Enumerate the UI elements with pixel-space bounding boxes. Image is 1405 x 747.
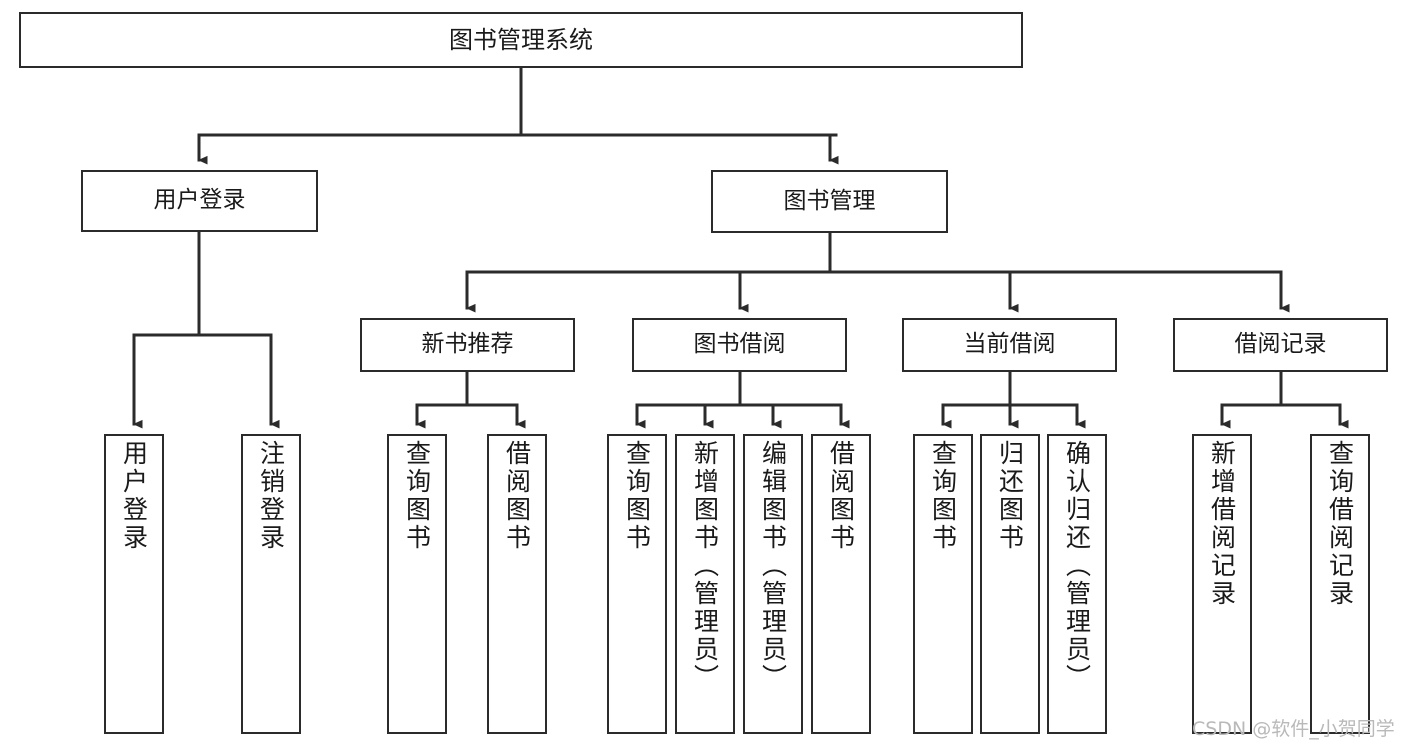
leaf-current-query-book[interactable]: 查询图书 xyxy=(913,434,973,734)
leaf-user-login[interactable]: 用户登录 xyxy=(104,434,164,734)
leaf-records-add-record[interactable]: 新增借阅记录 xyxy=(1192,434,1252,734)
node-current-borrow-label: 当前借阅 xyxy=(963,331,1056,358)
node-book-management[interactable]: 图书管理 xyxy=(711,170,948,233)
leaf-logout-label: 注销登录 xyxy=(256,440,286,552)
leaf-borrow-edit-book-admin-label: 编辑图书（管理员） xyxy=(758,440,788,692)
leaf-newbook-borrow-book-label: 借阅图书 xyxy=(502,440,532,552)
leaf-records-add-record-label: 新增借阅记录 xyxy=(1207,440,1237,608)
node-current-borrow[interactable]: 当前借阅 xyxy=(902,318,1117,372)
leaf-borrow-edit-book-admin[interactable]: 编辑图书（管理员） xyxy=(743,434,803,734)
node-new-book-recommend[interactable]: 新书推荐 xyxy=(360,318,575,372)
leaf-borrow-add-book-admin-label: 新增图书（管理员） xyxy=(690,440,720,692)
node-root[interactable]: 图书管理系统 xyxy=(19,12,1023,68)
node-new-book-recommend-label: 新书推荐 xyxy=(421,331,514,358)
leaf-borrow-add-book-admin[interactable]: 新增图书（管理员） xyxy=(675,434,735,734)
watermark-text: CSDN @软件_小贺同学 xyxy=(1192,718,1395,740)
leaf-records-query-record[interactable]: 查询借阅记录 xyxy=(1310,434,1370,734)
node-user-login-label: 用户登录 xyxy=(153,187,246,214)
leaf-borrow-borrow-book[interactable]: 借阅图书 xyxy=(811,434,871,734)
leaf-user-login-label: 用户登录 xyxy=(119,440,149,552)
leaf-records-query-record-label: 查询借阅记录 xyxy=(1325,440,1355,608)
leaf-logout[interactable]: 注销登录 xyxy=(241,434,301,734)
node-book-borrow[interactable]: 图书借阅 xyxy=(632,318,847,372)
leaf-current-confirm-return-admin-label: 确认归还（管理员） xyxy=(1062,440,1092,692)
leaf-current-confirm-return-admin[interactable]: 确认归还（管理员） xyxy=(1047,434,1107,734)
node-book-management-label: 图书管理 xyxy=(783,187,876,214)
leaf-newbook-borrow-book[interactable]: 借阅图书 xyxy=(487,434,547,734)
leaf-borrow-borrow-book-label: 借阅图书 xyxy=(826,440,856,552)
leaf-newbook-query-book[interactable]: 查询图书 xyxy=(387,434,447,734)
node-borrow-records[interactable]: 借阅记录 xyxy=(1173,318,1388,372)
node-borrow-records-label: 借阅记录 xyxy=(1234,331,1327,358)
leaf-borrow-query-book-label: 查询图书 xyxy=(622,440,652,552)
leaf-borrow-query-book[interactable]: 查询图书 xyxy=(607,434,667,734)
leaf-current-return-book[interactable]: 归还图书 xyxy=(980,434,1040,734)
leaf-current-return-book-label: 归还图书 xyxy=(995,440,1025,552)
leaf-newbook-query-book-label: 查询图书 xyxy=(402,440,432,552)
node-root-label: 图书管理系统 xyxy=(449,25,593,54)
leaf-current-query-book-label: 查询图书 xyxy=(928,440,958,552)
node-user-login[interactable]: 用户登录 xyxy=(81,170,318,232)
node-book-borrow-label: 图书借阅 xyxy=(693,331,786,358)
